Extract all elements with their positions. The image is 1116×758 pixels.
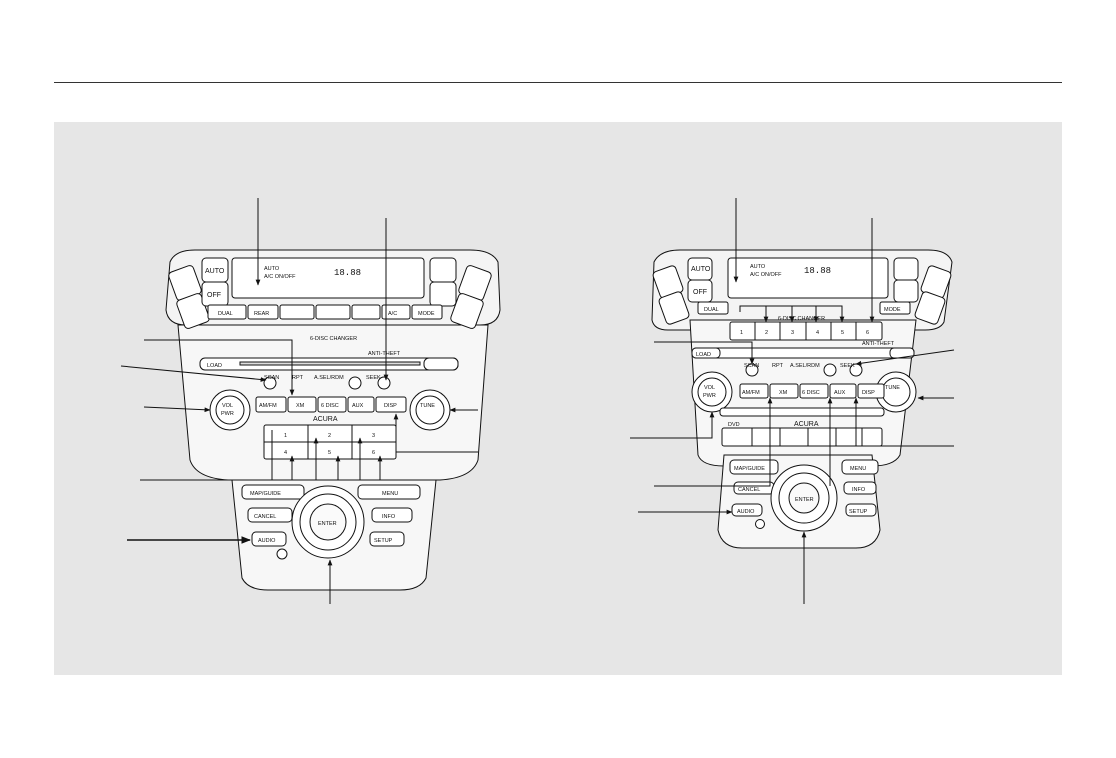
svg-text:INFO: INFO [382,514,396,520]
svg-text:AM/FM: AM/FM [259,403,277,409]
svg-text:DISP: DISP [862,390,875,396]
header-rule [54,82,1062,83]
svg-text:RPT: RPT [292,375,304,381]
svg-text:3: 3 [372,433,375,439]
svg-text:6 DISC: 6 DISC [321,403,339,409]
svg-text:AUTO: AUTO [264,266,280,272]
svg-text:SETUP: SETUP [374,538,393,544]
svg-text:4: 4 [284,450,287,456]
svg-text:CANCEL: CANCEL [254,514,276,520]
svg-text:OFF: OFF [207,292,221,299]
svg-text:4: 4 [816,330,819,336]
svg-text:DUAL: DUAL [704,307,719,313]
svg-text:INFO: INFO [852,487,866,493]
left-callouts [120,198,478,604]
right-console-labels: AUTO OFF AUTO A/C ON/OFF 18.88 DUAL MODE… [691,264,901,515]
svg-text:ACURA: ACURA [313,416,338,423]
left-console-labels: AUTO OFF AUTO A/C ON/OFF 18.88 DUAL REAR… [205,266,435,544]
svg-text:AUDIO: AUDIO [737,509,755,515]
svg-text:OFF: OFF [693,289,707,296]
svg-text:ANTI-THEFT: ANTI-THEFT [862,341,895,347]
svg-text:6-DISC CHANGER: 6-DISC CHANGER [778,316,825,322]
svg-text:XM: XM [779,390,788,396]
svg-text:LOAD: LOAD [696,352,711,358]
svg-text:AM/FM: AM/FM [742,390,760,396]
svg-text:5: 5 [841,330,844,336]
svg-text:AUX: AUX [352,403,364,409]
left-console [165,249,501,591]
svg-text:SEEK: SEEK [840,363,855,369]
svg-text:PWR: PWR [221,411,234,417]
svg-text:REAR: REAR [254,311,269,317]
svg-text:RPT: RPT [772,363,784,369]
right-callouts [630,198,955,604]
svg-text:2: 2 [328,433,331,439]
svg-text:6: 6 [372,450,375,456]
svg-text:A.SEL/RDM: A.SEL/RDM [314,375,344,381]
svg-text:VOL: VOL [222,403,233,409]
svg-text:SEEK: SEEK [366,375,381,381]
svg-text:MAP/GUIDE: MAP/GUIDE [734,466,765,472]
svg-text:DISP: DISP [384,403,397,409]
svg-text:A.SEL/RDM: A.SEL/RDM [790,363,820,369]
svg-text:AUTO: AUTO [750,264,766,270]
svg-text:ENTER: ENTER [318,521,337,527]
right-console [651,249,953,549]
svg-text:18.88: 18.88 [804,266,831,276]
svg-text:MENU: MENU [382,491,398,497]
svg-text:LOAD: LOAD [207,363,222,369]
svg-text:A/C ON/OFF: A/C ON/OFF [750,272,782,278]
svg-text:SCAN: SCAN [744,363,759,369]
svg-text:SCAN: SCAN [264,375,279,381]
svg-text:ACURA: ACURA [794,421,819,428]
svg-text:6 DISC: 6 DISC [802,390,820,396]
svg-text:AUTO: AUTO [205,268,225,275]
svg-text:1: 1 [284,433,287,439]
svg-text:DUAL: DUAL [218,311,233,317]
svg-text:6-DISC CHANGER: 6-DISC CHANGER [310,336,357,342]
svg-text:18.88: 18.88 [334,268,361,278]
svg-text:TUNE: TUNE [420,403,435,409]
svg-text:A/C ON/OFF: A/C ON/OFF [264,274,296,280]
svg-text:ENTER: ENTER [795,497,814,503]
svg-text:CANCEL: CANCEL [738,487,760,493]
svg-text:AUTO: AUTO [691,266,711,273]
svg-text:TUNE: TUNE [885,385,900,391]
svg-text:5: 5 [328,450,331,456]
svg-text:AUDIO: AUDIO [258,538,276,544]
svg-text:MODE: MODE [418,311,435,317]
svg-text:PWR: PWR [703,393,716,399]
svg-text:6: 6 [866,330,869,336]
svg-text:VOL: VOL [704,385,715,391]
svg-text:MODE: MODE [884,307,901,313]
svg-text:A/C: A/C [388,311,397,317]
svg-text:1: 1 [740,330,743,336]
svg-text:MENU: MENU [850,466,866,472]
svg-text:DVD: DVD [728,422,740,428]
svg-text:3: 3 [791,330,794,336]
svg-text:2: 2 [765,330,768,336]
svg-text:SETUP: SETUP [849,509,868,515]
svg-text:ANTI-THEFT: ANTI-THEFT [368,351,401,357]
svg-text:MAP/GUIDE: MAP/GUIDE [250,491,281,497]
svg-text:XM: XM [296,403,305,409]
svg-text:AUX: AUX [834,390,846,396]
